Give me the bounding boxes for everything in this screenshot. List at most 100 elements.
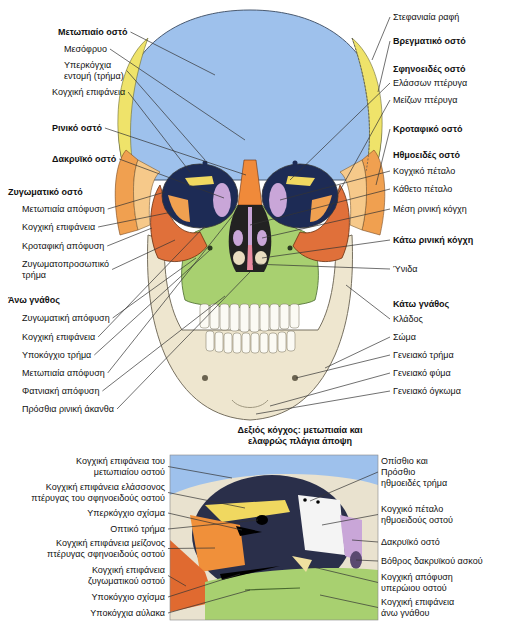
part-label: Μεσόφρυο [64, 44, 107, 55]
leader-line [168, 574, 240, 597]
leader-line [127, 71, 205, 161]
part-label: Κογχικό πέταλο [393, 166, 455, 177]
bone-name: Ζυγωματικό οστό [8, 187, 83, 198]
orbit-wall [269, 183, 287, 217]
leader-line [108, 192, 165, 209]
bone-name: Κάτω γνάθος [393, 299, 449, 310]
leader-line [117, 272, 250, 409]
leader-line [356, 560, 378, 561]
mental-protuberance [232, 400, 268, 408]
part-label: Σώμα [393, 332, 416, 343]
mandible [148, 235, 353, 420]
bone-name: Ρινικό οστό [52, 123, 102, 134]
leader-line [108, 214, 234, 373]
part-label: Φατνιακή απόφυση [22, 386, 99, 397]
part-label: Γενειακό όγκωμα [393, 386, 461, 397]
nasal-concha [255, 251, 267, 265]
bone-name: Σφηνοειδές οστό [393, 64, 465, 75]
part-label: Κογχικό πέταλο ηθμοειδούς οστού [381, 504, 471, 526]
leader-line [320, 595, 378, 608]
bone-name: Ηθμοειδές οστό [393, 150, 460, 161]
vomer [247, 245, 253, 270]
bone-name: Κροταφικό οστό [393, 124, 462, 135]
infraorbital-foramen [288, 246, 293, 251]
nasal-bone [238, 160, 262, 205]
part-label: Οπτικό τρήμα [110, 524, 165, 535]
leader-line [346, 285, 390, 319]
part-label: Ελάσσων πτέρυγα [393, 78, 467, 89]
orbit-wall [213, 183, 231, 217]
parietal-bone [352, 38, 382, 175]
part-label: Κογχική επιφάνεια [22, 222, 95, 233]
leader-line [107, 228, 152, 246]
mental-foramen [202, 375, 208, 381]
bone-name: Βρεγματικό οστό [393, 36, 466, 47]
part-label: Ζυγωματική απόφυση [22, 313, 110, 324]
leader-line [168, 548, 215, 550]
part-label: Κλάδος [393, 314, 423, 325]
leader-line [102, 296, 225, 391]
parietal-bone [118, 38, 148, 175]
supraorbital-notch [293, 161, 298, 166]
leader-line [352, 540, 378, 542]
leader-line [105, 128, 246, 175]
part-label: Ύνιδα [393, 264, 417, 275]
orbit [262, 164, 338, 228]
leader-line [168, 590, 250, 613]
bone-name: Δακρυϊκό οστό [52, 154, 116, 165]
part-label: Μέση ρινική κόγχη [393, 204, 467, 215]
leader-line [98, 226, 205, 337]
part-label: Κογχική απόφυση υπερώιου οστού [381, 572, 466, 594]
part-label: Υπερκόγχιο σχίσμα [87, 508, 165, 519]
nasal-concha [233, 230, 243, 246]
part-label: Γενειακό τρήμα [393, 350, 454, 361]
part-label: Στεφανιαία ραφή [393, 12, 459, 23]
bone-name: Δεξιός κόγχος: μετωπιαία και ελαφρώς πλά… [230, 425, 370, 447]
leader-line [328, 100, 390, 212]
part-label: Κροταφική απόφυση [22, 241, 104, 252]
leader-line [168, 467, 232, 479]
leader-line [168, 513, 242, 530]
leader-line [262, 209, 390, 238]
teeth [200, 304, 299, 353]
leader-line [310, 472, 378, 501]
leader-line [168, 493, 245, 509]
part-label: Κογχική επιφάνεια [22, 332, 95, 343]
orbit-wing [185, 176, 214, 186]
leader-line [119, 159, 224, 198]
part-label: Υποκόγχια αύλακα [90, 608, 165, 619]
bone-name: Κάτω ρινική κόγχη [393, 235, 473, 246]
leader-line [309, 566, 378, 583]
part-label: Υποκόγχιο τρήμα [22, 350, 91, 361]
part-label: Μετωπιαία απόφυση [22, 368, 105, 379]
orbit-wall [168, 195, 190, 222]
leader-line [128, 92, 190, 172]
part-label: Μετωπιαία απόφυση [22, 204, 105, 215]
leader-line [256, 391, 390, 414]
leader-line [250, 189, 390, 225]
part-label: Υπερκόγχια εντομή (τρήμα) [64, 60, 126, 82]
panel-frame [170, 455, 378, 620]
leader-line [252, 264, 390, 269]
part-label: Πρόσθια ρινική άκανθα [22, 404, 114, 415]
leader-line [112, 240, 175, 270]
part-label: Κογχική επιφάνεια μείζονος πτέρυγας σφην… [35, 538, 165, 560]
leader-line [98, 212, 172, 227]
part-label: Οπίσθιο και Πρόσθιο ηθμοειδές τρήμα [381, 456, 451, 489]
leader-line [296, 355, 390, 378]
part-label: Βόθρος δακρυϊκού ασκού [381, 556, 483, 567]
part-label: Δακρυϊκό οστό [381, 537, 440, 548]
orbit-wing [286, 176, 315, 186]
part-label: Κογχική επιφάνεια του μετωπιαίου οστού [55, 456, 165, 478]
part-label: Ζυγωματοπροσωπικό τρήμα [22, 259, 117, 281]
bone-name: Μετωπιαίο οστό [58, 27, 127, 38]
leader-line [168, 520, 258, 529]
part-label: Γενειακό φύμα [393, 368, 451, 379]
frontal-bone [119, 10, 382, 180]
part-label: Μείζων πτέρυγα [393, 95, 457, 106]
leader-line [280, 171, 390, 200]
part-label: Κογχική επιφάνεια [52, 87, 125, 98]
leader-line [322, 515, 378, 526]
part-label: Κογχική επιφάνεια ελάσσονος πτέρυγας του… [10, 482, 165, 504]
leader-line [325, 337, 390, 368]
